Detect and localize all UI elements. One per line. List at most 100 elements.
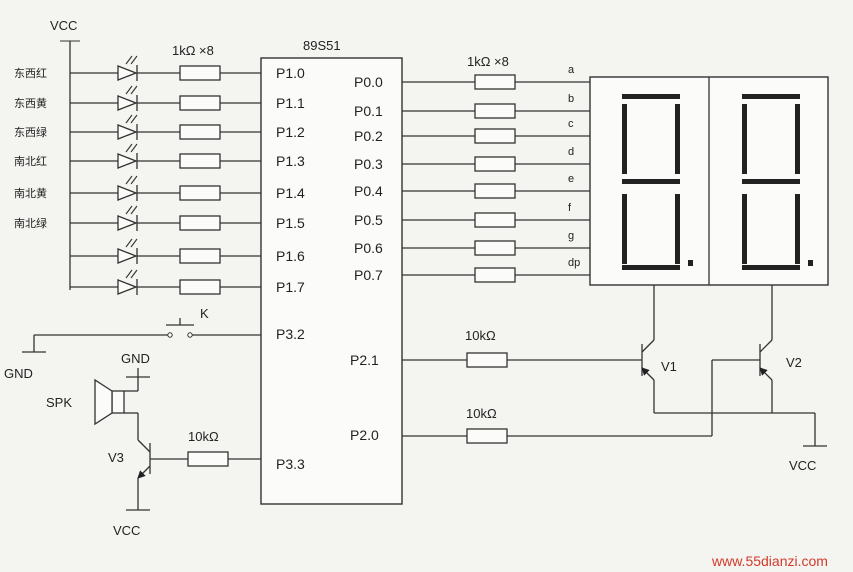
pin-p0: P0.3 xyxy=(354,156,383,172)
segment-label: c xyxy=(568,118,574,130)
v2-label: V2 xyxy=(786,355,802,370)
pin-p0: P0.7 xyxy=(354,267,383,283)
p0-resistor xyxy=(474,103,516,119)
p0-row xyxy=(402,267,590,283)
p0-row xyxy=(402,212,590,228)
p21-driver: P2.1 10kΩ V1 xyxy=(350,285,815,414)
led-resistor xyxy=(179,153,221,169)
p0-row xyxy=(402,128,590,144)
led-label: 南北绿 xyxy=(14,216,47,230)
pin-p0: P0.4 xyxy=(354,183,383,199)
vcc-label-v3: VCC xyxy=(113,523,140,538)
led-diode-icon xyxy=(117,215,138,231)
mcu-title: 89S51 xyxy=(303,38,341,53)
led-label: 东西红 xyxy=(14,67,47,80)
gnd-label-spk: GND xyxy=(121,351,150,366)
segment-label: f xyxy=(568,202,572,214)
speaker-magnet xyxy=(111,390,125,414)
mcu-body xyxy=(260,57,403,505)
p0-resistor xyxy=(474,183,516,199)
pin-p1: P1.4 xyxy=(276,185,305,201)
p0-row xyxy=(402,74,590,90)
led-resistor xyxy=(179,65,221,81)
p0-resistor xyxy=(474,240,516,256)
pin-p3-2: P3.2 xyxy=(276,326,305,342)
p20-driver: P2.0 10kΩ V2 VCC xyxy=(350,285,827,473)
led-label: 东西绿 xyxy=(14,125,47,139)
pin-p1: P1.2 xyxy=(276,124,305,140)
pin-p0: P0.5 xyxy=(354,212,383,228)
p1-pin-labels: P1.0P1.1P1.2P1.3P1.4P1.5P1.6P1.7 xyxy=(276,65,305,295)
p0-row xyxy=(402,103,590,119)
led-diode-icon xyxy=(117,185,138,201)
left-resistor-array-label: 1kΩ ×8 xyxy=(172,43,214,58)
led-label: 南北红 xyxy=(14,155,47,168)
led-resistor xyxy=(179,215,221,231)
res-10k-label-p33: 10kΩ xyxy=(188,429,219,444)
led-resistor xyxy=(179,124,221,140)
led-row: 东西红 xyxy=(14,55,261,81)
led-resistor xyxy=(179,95,221,111)
segment-label: a xyxy=(568,64,575,76)
vcc-label-top: VCC xyxy=(50,18,77,33)
v3-label: V3 xyxy=(108,450,124,465)
vcc-label-right: VCC xyxy=(789,458,816,473)
resistor-10k-p33 xyxy=(187,451,229,467)
digit-8-icon xyxy=(742,94,813,270)
p0-pin-labels: P0.0P0.1P0.2P0.3P0.4P0.5P0.6P0.7 xyxy=(354,74,383,283)
v1-label: V1 xyxy=(661,359,677,374)
pin-p0: P0.2 xyxy=(354,128,383,144)
p0-row xyxy=(402,183,590,199)
speaker-label: SPK xyxy=(46,395,72,410)
led-label: 南北黄 xyxy=(14,186,47,200)
segment-label: b xyxy=(568,93,574,105)
watermark: www.55dianzi.com xyxy=(711,553,828,569)
led-row xyxy=(70,238,261,264)
switch-k: GND K P3.2 xyxy=(4,306,305,381)
speaker-driver: GND SPK VCC V3 10kΩ P3.3 xyxy=(46,351,305,538)
led-row xyxy=(70,269,261,295)
segment-label: dp xyxy=(568,257,580,269)
p0-row xyxy=(402,156,590,172)
res-10k-label-p20: 10kΩ xyxy=(466,406,497,421)
segment-label: d xyxy=(568,146,574,158)
pin-p1: P1.7 xyxy=(276,279,305,295)
pin-p3-3: P3.3 xyxy=(276,456,305,472)
pin-p1: P1.5 xyxy=(276,215,305,231)
led-row: 东西绿 xyxy=(14,114,261,140)
p0-resistor-rows xyxy=(402,74,590,283)
led-diode-icon xyxy=(117,248,138,264)
led-diode-icon xyxy=(117,65,138,81)
right-resistor-array-label: 1kΩ ×8 xyxy=(467,54,509,69)
pin-p2-1: P2.1 xyxy=(350,352,379,368)
segment-label: e xyxy=(568,173,574,185)
led-resistor xyxy=(179,279,221,295)
speaker-cone-icon xyxy=(94,378,113,426)
led-resistor xyxy=(179,185,221,201)
pin-p1: P1.1 xyxy=(276,95,305,111)
led-diode-icon xyxy=(117,153,138,169)
seven-segment-display xyxy=(589,76,829,286)
led-diode-icon xyxy=(117,124,138,140)
segment-label: g xyxy=(568,230,574,242)
p0-resistor xyxy=(474,212,516,228)
pin-p2-0: P2.0 xyxy=(350,427,379,443)
pin-p1: P1.6 xyxy=(276,248,305,264)
pin-p0: P0.1 xyxy=(354,103,383,119)
digit-glyphs xyxy=(622,94,813,270)
p0-resistor xyxy=(474,156,516,172)
switch-label: K xyxy=(200,306,209,321)
gnd-label-switch: GND xyxy=(4,366,33,381)
digit-8-icon xyxy=(622,94,693,270)
led-resistor xyxy=(179,248,221,264)
p0-row xyxy=(402,240,590,256)
pin-p1: P1.0 xyxy=(276,65,305,81)
mcu-chip: 89S51 xyxy=(260,38,403,505)
led-label: 东西黄 xyxy=(14,96,47,110)
segment-labels: a b c d e f g dp xyxy=(568,64,580,269)
led-diode-icon xyxy=(117,279,138,295)
led-row: 南北绿 xyxy=(14,205,261,231)
